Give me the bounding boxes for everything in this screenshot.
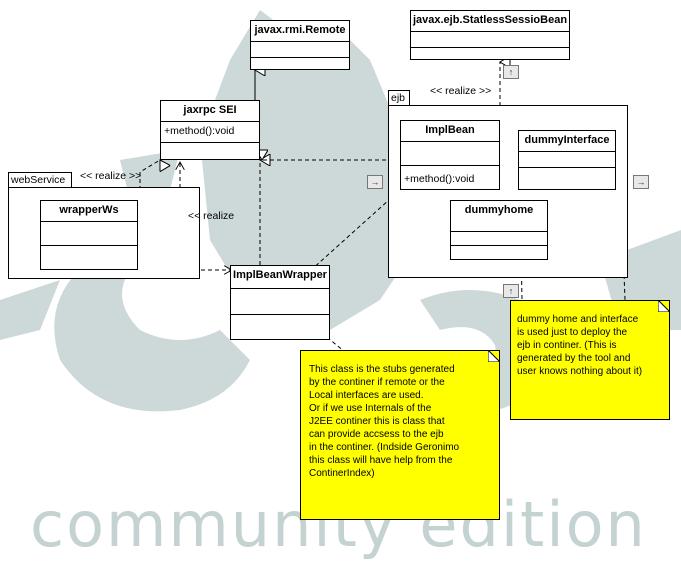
- note-dummy-text: dummy home and interface is used just to…: [517, 314, 643, 377]
- class-remote-name: javax.rmi.Remote: [254, 24, 346, 36]
- class-implbean[interactable]: ImplBean +method():void: [400, 120, 500, 190]
- class-stateless-session-bean[interactable]: javax.ejb.StatlessSessioBean: [410, 10, 570, 60]
- note-fold-icon: [658, 300, 670, 312]
- class-jaxrpc-sei[interactable]: jaxrpc SEI +method():void: [160, 100, 260, 160]
- expand-up-icon[interactable]: ↑: [503, 65, 519, 79]
- package-ejb-label: ejb: [391, 92, 406, 104]
- class-dummyinterface-name: dummyInterface: [524, 134, 610, 146]
- class-jaxrpc-name: jaxrpc SEI: [183, 104, 237, 116]
- note-stubs-text: This class is the stubs generated by the…: [309, 364, 460, 479]
- class-jaxrpc-operation: +method():void: [164, 125, 235, 137]
- class-implbean-operation: +method():void: [404, 173, 475, 185]
- class-javax-rmi-remote[interactable]: javax.rmi.Remote: [250, 20, 350, 70]
- expand-right-icon[interactable]: →: [367, 175, 383, 189]
- expand-right-icon[interactable]: →: [633, 175, 649, 189]
- expand-up-icon[interactable]: ↑: [503, 284, 519, 298]
- class-dummyhome-name: dummyhome: [464, 204, 534, 216]
- package-ejb-tab[interactable]: ejb: [388, 90, 410, 106]
- class-dummyhome[interactable]: dummyhome: [450, 200, 548, 260]
- class-implbean-name: ImplBean: [425, 124, 475, 136]
- class-dummyinterface[interactable]: dummyInterface: [518, 130, 616, 190]
- realize-label-ejb: << realize >>: [430, 85, 492, 97]
- class-wrapperws[interactable]: wrapperWs: [40, 200, 138, 270]
- note-dummy-deploy[interactable]: dummy home and interface is used just to…: [510, 300, 670, 420]
- realize-label-wrapper: << realize: [188, 210, 235, 222]
- dummy-note-anchor-2: [519, 189, 523, 301]
- package-webservice-label: webService: [11, 174, 66, 186]
- wrapperws-realize-sei: [139, 160, 160, 190]
- class-implbeanwrapper[interactable]: ImplBeanWrapper: [230, 265, 330, 340]
- realize-label-webservice: << realize >>: [80, 170, 142, 182]
- package-webservice-tab[interactable]: webService: [8, 172, 72, 188]
- note-fold-icon: [488, 350, 500, 362]
- class-wrapperws-name: wrapperWs: [59, 204, 119, 216]
- note-stubs[interactable]: This class is the stubs generated by the…: [300, 350, 500, 520]
- class-implbeanwrapper-name: ImplBeanWrapper: [233, 269, 327, 281]
- class-stateless-name: javax.ejb.StatlessSessioBean: [412, 14, 568, 26]
